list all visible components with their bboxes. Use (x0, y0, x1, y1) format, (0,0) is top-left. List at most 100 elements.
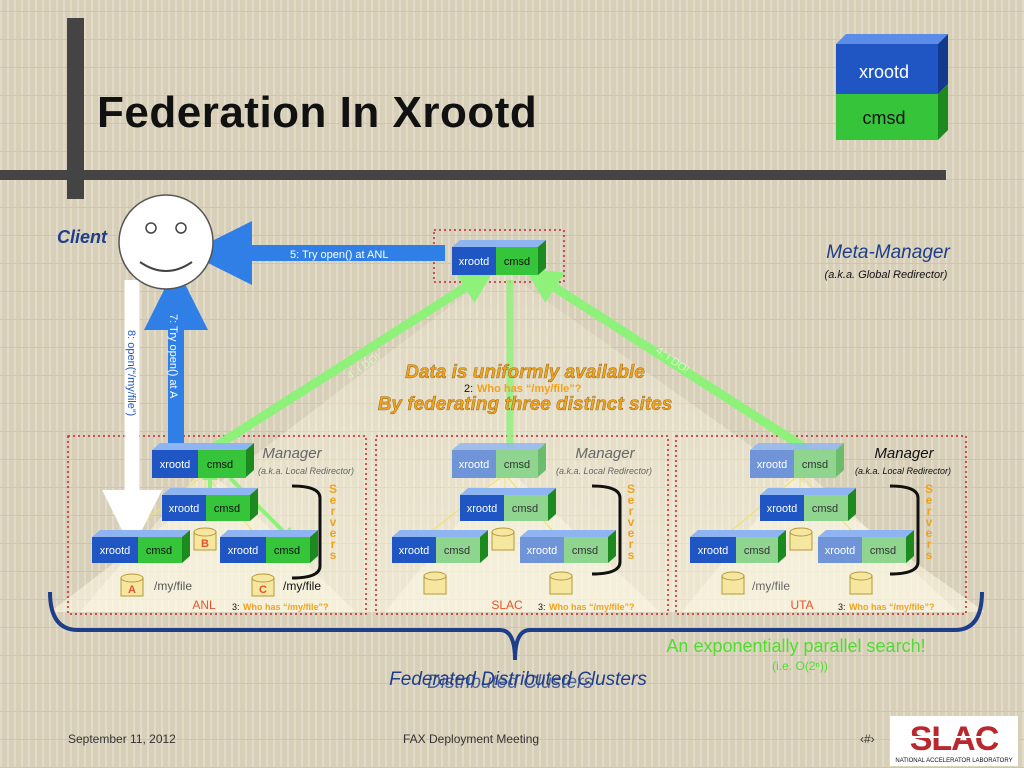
svg-text:SLAC: SLAC (910, 720, 999, 758)
servers-letter: e (329, 493, 337, 507)
disk-icon (849, 571, 873, 595)
node-cmsd-label: cmsd (744, 545, 770, 557)
slac-servers-bracket (591, 484, 622, 576)
slac-manager-label: Manager (575, 445, 635, 462)
node-cmsd-label: cmsd (802, 459, 828, 471)
parallel-search-label: An exponentially parallel search! (666, 636, 925, 656)
servers-letter: r (330, 504, 336, 518)
site-box-uta (675, 435, 967, 615)
msg-try-open-a: 7: Try open() at A (167, 314, 179, 399)
meta-manager-title: Meta-Manager (826, 242, 950, 263)
disk-icon (193, 527, 217, 551)
msg-who-has-anl: Who has “/my/file”? (243, 602, 329, 612)
footer-title: FAX Deployment Meeting (403, 732, 540, 746)
page-title: Federation In Xrootd (97, 88, 538, 137)
msg-who-has-prefix: 2: (464, 383, 473, 395)
servers-letter: S (328, 482, 337, 496)
meta-manager-node: xrootd cmsd (452, 240, 546, 275)
node-xrootd-label: xrootd (228, 545, 259, 557)
disk-icon (789, 527, 813, 551)
disk-icon (491, 527, 515, 551)
node-xrootd-label: xrootd (698, 545, 729, 557)
uta-server-node: xrootd cmsd (690, 530, 786, 563)
footer-date: September 11, 2012 (68, 732, 176, 746)
footer-page-number: ‹#› (860, 732, 875, 746)
servers-letter: S (626, 482, 635, 496)
distributed-clusters-label: Distributed Clusters (427, 672, 593, 693)
site-name-slac: SLAC (491, 598, 523, 612)
arrow-meta-to-uta (524, 268, 811, 454)
site-triangle-anl (80, 466, 356, 612)
anl-file-c-label: /my/file (283, 579, 321, 593)
site-nodes: xrootd cmsd xrootd cmsd xrootd cmsd xrootd c… (92, 443, 914, 563)
node-cmsd-label: cmsd (504, 459, 530, 471)
msg-who-has-uta: Who has “/my/file”? (849, 602, 935, 612)
node-xrootd-label: xrootd (757, 459, 788, 471)
banner-line-2: By federating three distinct sites (378, 394, 673, 415)
node-cmsd-label: cmsd (504, 256, 530, 268)
node-xrootd-label: xrootd (467, 503, 498, 515)
node-cmsd-label: cmsd (812, 503, 838, 515)
msg-try-open-anl: 5: Try open() at ANL (290, 249, 388, 261)
servers-letter: r (926, 537, 932, 551)
msg-who-has-prefix: 3: (538, 602, 546, 612)
servers-letter: v (627, 515, 635, 529)
node-cmsd-label: cmsd (870, 545, 896, 557)
site-box-anl (67, 435, 367, 615)
logo-cmsd-label: cmsd (862, 108, 905, 128)
banner-line-1: Data is uniformly available (405, 362, 645, 383)
disk-icon (549, 571, 573, 595)
federation-triangle (50, 268, 985, 612)
federation-brace (48, 591, 984, 661)
site-name-anl: ANL (192, 598, 216, 612)
site-who-has-labels: 3: Who has “/my/file”? 3: Who has “/my/f… (232, 602, 935, 612)
site-name-uta: UTA (790, 598, 813, 612)
disk-icon (423, 571, 447, 595)
disk-icon (251, 573, 275, 597)
meta-manager-subtitle: (a.k.a. Global Redirector) (825, 269, 948, 281)
servers-letter: s (627, 548, 635, 562)
uta-servers-bracket (889, 484, 920, 576)
msg-who-has-meta: Who has “/my/file”? (477, 383, 582, 395)
node-cmsd-label: cmsd (572, 545, 598, 557)
site-box-slac (375, 435, 669, 615)
node-xrootd-label: xrootd (160, 459, 191, 471)
node-xrootd-label: xrootd (459, 459, 490, 471)
servers-letter: e (627, 526, 635, 540)
client-label: Client (57, 227, 108, 247)
node-cmsd-label: cmsd (146, 545, 172, 557)
slac-manager-node: xrootd cmsd (452, 443, 546, 478)
servers-letter: e (925, 526, 933, 540)
node-xrootd-label: xrootd (459, 256, 490, 268)
node-cmsd-label: cmsd (512, 503, 538, 515)
servers-letter: e (329, 526, 337, 540)
servers-letter: e (627, 493, 635, 507)
node-cmsd-label: cmsd (214, 503, 240, 515)
slac-logo: SLAC NATIONAL ACCELERATOR LABORATORY (890, 716, 1018, 766)
servers-letter: s (925, 548, 933, 562)
parallel-search-sub: (i.e. O(2ⁿ)) (772, 659, 828, 673)
meta-manager-box (433, 229, 565, 283)
disk-c-label: C (259, 584, 267, 596)
uta-manager-node: xrootd cmsd (750, 443, 844, 478)
disk-b-label: B (201, 538, 209, 550)
msg-who-has-prefix: 3: (232, 602, 240, 612)
arrow-meta-to-anl (207, 268, 496, 454)
disk-icon (120, 573, 144, 597)
node-xrootd-label: xrootd (399, 545, 430, 557)
disk-icon (721, 571, 745, 595)
anl-manager-subtitle: (a.k.a. Local Redirector) (258, 466, 354, 476)
svg-text:NATIONAL ACCELERATOR LABORATOR: NATIONAL ACCELERATOR LABORATORY (895, 758, 1012, 764)
uta-manager-label: Manager (874, 445, 934, 462)
logo-xrootd-label: xrootd (859, 62, 909, 82)
